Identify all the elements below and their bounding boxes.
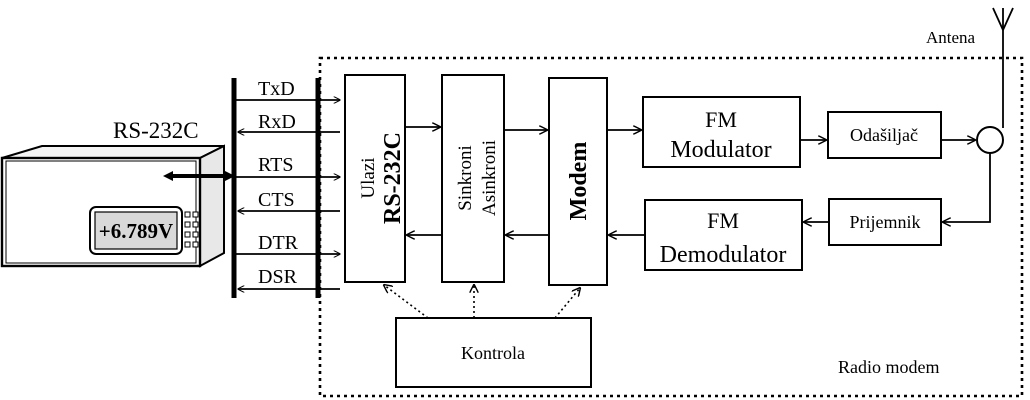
modem-block	[548, 77, 608, 286]
antenna-label: Antena	[926, 28, 976, 47]
circulator-icon	[976, 126, 1004, 154]
fm-modulator-label-1: FM	[705, 107, 737, 132]
instrument-icon	[0, 144, 225, 268]
signal-label-dsr: DSR	[258, 266, 298, 288]
transmitter-label: Odašiljač	[850, 125, 918, 145]
antenna-icon	[992, 7, 1014, 128]
control-label: Kontrola	[461, 343, 525, 363]
signal-label-txd: TxD	[258, 78, 295, 100]
flow-circulator-to-rx	[943, 153, 991, 222]
device-display-value: +6.789V	[99, 219, 173, 243]
fm-demodulator-label-2: Demodulator	[660, 242, 787, 268]
radio-modem-label: Radio modem	[838, 357, 940, 377]
fm-modulator-label-2: Modulator	[670, 137, 771, 163]
inputs-block	[344, 74, 406, 283]
signal-label-dtr: DTR	[258, 232, 299, 254]
inputs-block-label-1: Ulazi	[358, 157, 379, 198]
signal-label-cts: CTS	[258, 189, 295, 211]
fm-modulator-block	[642, 96, 801, 168]
receiver-block	[828, 198, 942, 246]
fm-demodulator-label-1: FM	[707, 208, 739, 233]
interface-label: RS-232C	[113, 118, 199, 143]
fm-demodulator-block	[644, 199, 803, 271]
control-to-modem-arrow	[554, 288, 580, 319]
modem-label: Modem	[566, 142, 592, 221]
inputs-block-label-2: RS-232C	[380, 132, 406, 224]
receiver-label: Prijemnik	[850, 212, 921, 232]
sync-async-label-2: Asinkroni	[479, 140, 500, 216]
signal-label-rxd: RxD	[258, 111, 296, 133]
control-block	[395, 317, 592, 388]
sync-async-block	[441, 74, 505, 283]
control-to-inputs-arrow	[384, 285, 429, 319]
signal-label-rts: RTS	[258, 154, 293, 176]
transmitter-block	[827, 111, 942, 159]
sync-async-label-1: Sinkroni	[455, 145, 476, 210]
